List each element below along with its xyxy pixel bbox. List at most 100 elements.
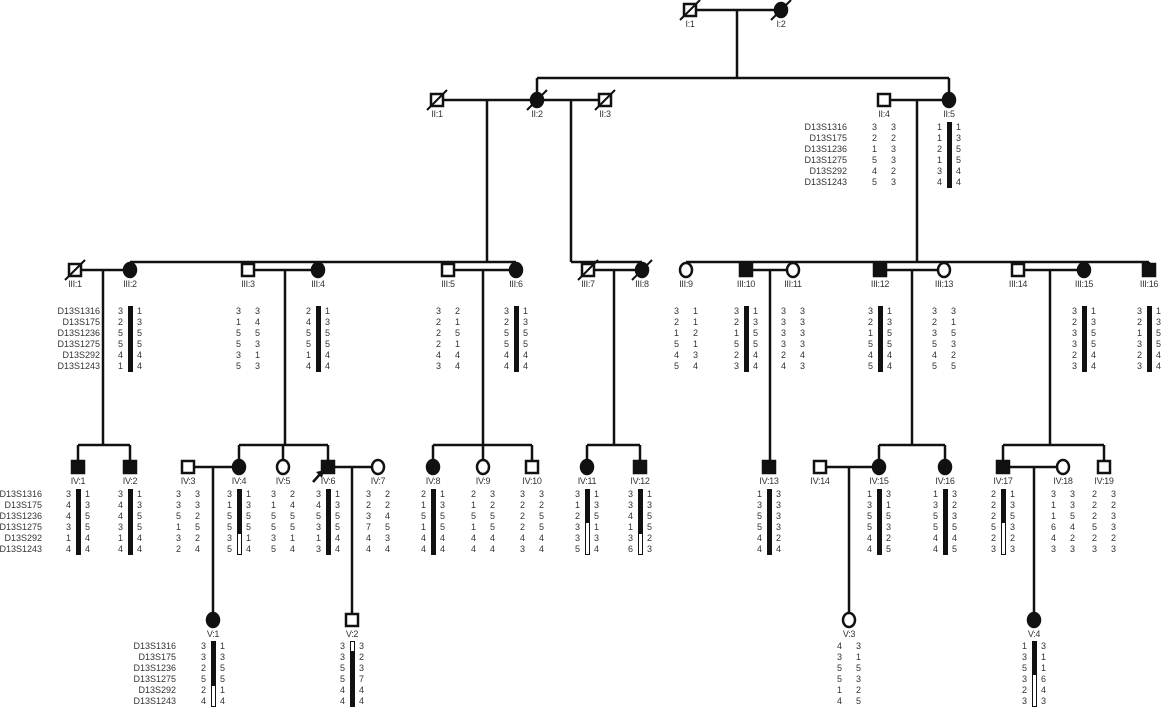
allele-right: 5 bbox=[1009, 511, 1015, 521]
allele-right: 2 bbox=[454, 306, 460, 316]
allele-right: 1 bbox=[136, 489, 142, 499]
disease-haplotype-bar bbox=[430, 500, 436, 511]
disease-haplotype-bar bbox=[942, 522, 948, 533]
individual-label: III:6 bbox=[509, 279, 523, 289]
female-affected-symbol bbox=[871, 458, 887, 476]
allele-left: 5 bbox=[867, 339, 873, 349]
haplotype-gap bbox=[376, 500, 381, 511]
allele-right: 4 bbox=[489, 544, 495, 554]
allele-left: 4 bbox=[305, 361, 311, 371]
allele-right: 2 bbox=[194, 533, 200, 543]
disease-haplotype-bar bbox=[877, 339, 883, 350]
female-affected-symbol bbox=[231, 458, 247, 476]
allele-left: 2 bbox=[1091, 489, 1097, 499]
allele-left: 3 bbox=[117, 306, 123, 316]
disease-haplotype-bar bbox=[513, 339, 519, 350]
haplotype-gap bbox=[942, 328, 947, 339]
female-affected-symbol bbox=[941, 91, 957, 109]
allele-left: 4 bbox=[117, 544, 123, 554]
allele-right: 4 bbox=[334, 533, 340, 543]
allele-left: 3 bbox=[200, 641, 206, 651]
allele-left: 3 bbox=[780, 339, 786, 349]
allele-left: 3 bbox=[339, 652, 345, 662]
allele-right: 4 bbox=[254, 317, 260, 327]
haplotype-gap bbox=[246, 328, 251, 339]
allele-right: 1 bbox=[955, 122, 961, 132]
female-unaffected-symbol bbox=[678, 261, 694, 279]
haplotype-gap bbox=[281, 489, 286, 500]
allele-left: 3 bbox=[627, 533, 633, 543]
allele-left: 2 bbox=[1136, 350, 1142, 360]
recombined-haplotype-bar bbox=[236, 544, 242, 555]
male-unaffected-symbol bbox=[240, 262, 256, 278]
allele-right: 4 bbox=[955, 177, 961, 187]
allele-left: 5 bbox=[756, 522, 762, 532]
allele-left: 3 bbox=[574, 489, 580, 499]
individual-label: IV:9 bbox=[475, 476, 491, 486]
marker-label: D13S1275 bbox=[804, 155, 847, 165]
recombined-haplotype-bar bbox=[637, 533, 643, 544]
haplotype-gap bbox=[847, 663, 852, 674]
allele-left: 5 bbox=[315, 511, 321, 521]
allele-left: 1 bbox=[235, 317, 241, 327]
allele-left: 3 bbox=[235, 350, 241, 360]
allele-right: 3 bbox=[84, 500, 90, 510]
allele-right: 3 bbox=[799, 361, 805, 371]
allele-left: 1 bbox=[175, 522, 181, 532]
allele-left: 3 bbox=[175, 533, 181, 543]
allele-right: 3 bbox=[1155, 317, 1161, 327]
haplotype-gap bbox=[481, 533, 486, 544]
haplotype-gap bbox=[376, 522, 381, 533]
disease-haplotype-bar bbox=[127, 500, 133, 511]
allele-right: 5 bbox=[84, 522, 90, 532]
marker-label: D13S1243 bbox=[804, 177, 847, 187]
disease-haplotype-bar bbox=[743, 328, 749, 339]
allele-right: 5 bbox=[136, 522, 142, 532]
allele-left: 3 bbox=[673, 306, 679, 316]
female-affected-symbol bbox=[310, 261, 326, 279]
allele-left: 5 bbox=[235, 328, 241, 338]
allele-left: 1 bbox=[866, 489, 872, 499]
allele-left: 3 bbox=[339, 641, 345, 651]
haplotype-gap bbox=[1102, 500, 1107, 511]
disease-haplotype-bar bbox=[876, 500, 882, 511]
allele-right: 3 bbox=[489, 489, 495, 499]
marker-label: D13S1275 bbox=[0, 522, 42, 532]
allele-left: 5 bbox=[871, 177, 877, 187]
allele-right: 1 bbox=[593, 522, 599, 532]
allele-right: 4 bbox=[1040, 685, 1046, 695]
haplotype-gap bbox=[791, 361, 796, 372]
allele-right: 3 bbox=[646, 500, 652, 510]
disease-haplotype-bar bbox=[210, 652, 216, 663]
allele-left: 1 bbox=[936, 133, 942, 143]
allele-left: 3 bbox=[270, 533, 276, 543]
allele-right: 2 bbox=[885, 533, 891, 543]
allele-right: 2 bbox=[855, 685, 861, 695]
allele-left: 3 bbox=[836, 652, 842, 662]
allele-right: 5 bbox=[950, 361, 956, 371]
haplotype-gap bbox=[942, 339, 947, 350]
allele-right: 2 bbox=[1110, 500, 1116, 510]
allele-left: 2 bbox=[780, 350, 786, 360]
allele-left: 5 bbox=[270, 544, 276, 554]
allele-right: 4 bbox=[136, 544, 142, 554]
disease-haplotype-bar bbox=[127, 361, 133, 372]
allele-left: 3 bbox=[175, 489, 181, 499]
disease-haplotype-bar bbox=[430, 511, 436, 522]
disease-haplotype-bar bbox=[75, 522, 81, 533]
allele-right: 3 bbox=[1110, 511, 1116, 521]
recombined-haplotype-bar bbox=[584, 522, 590, 533]
allele-right: 3 bbox=[890, 155, 896, 165]
individual-label: V:4 bbox=[1027, 629, 1041, 639]
haplotype-gap bbox=[847, 685, 852, 696]
marker-label: D13S1236 bbox=[0, 511, 42, 521]
